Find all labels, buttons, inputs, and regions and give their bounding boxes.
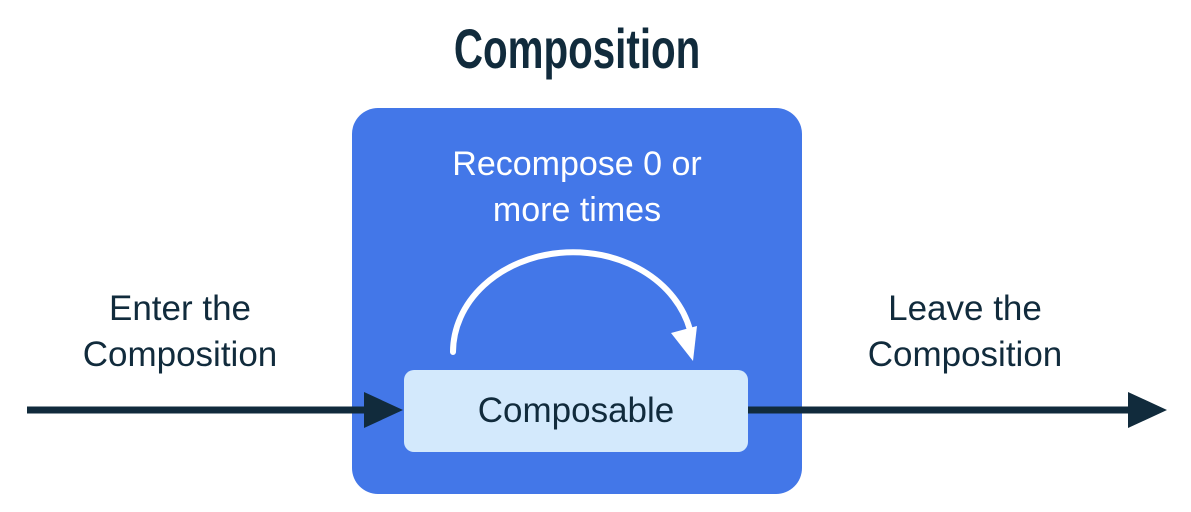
leave-label-line2: Composition xyxy=(867,335,1063,374)
leave-label-line1: Leave the xyxy=(888,289,1042,328)
enter-composition-label: Enter the Composition xyxy=(15,286,345,378)
enter-label-line1: Enter the xyxy=(108,289,252,328)
composable-box: Composable xyxy=(404,370,748,452)
diagram-title: Composition xyxy=(352,16,802,81)
leave-composition-label: Leave the Composition xyxy=(800,286,1130,378)
recompose-label: Recompose 0 or more times xyxy=(352,141,802,233)
composable-label: Composable xyxy=(477,391,675,430)
diagram-title-text: Composition xyxy=(453,17,701,80)
leave-arrow-head xyxy=(1128,392,1167,428)
composition-box: Recompose 0 or more times Composable xyxy=(352,108,802,494)
recompose-label-line2: more times xyxy=(492,191,662,229)
recompose-label-line1: Recompose 0 or xyxy=(452,145,702,183)
enter-label-line2: Composition xyxy=(82,335,278,374)
